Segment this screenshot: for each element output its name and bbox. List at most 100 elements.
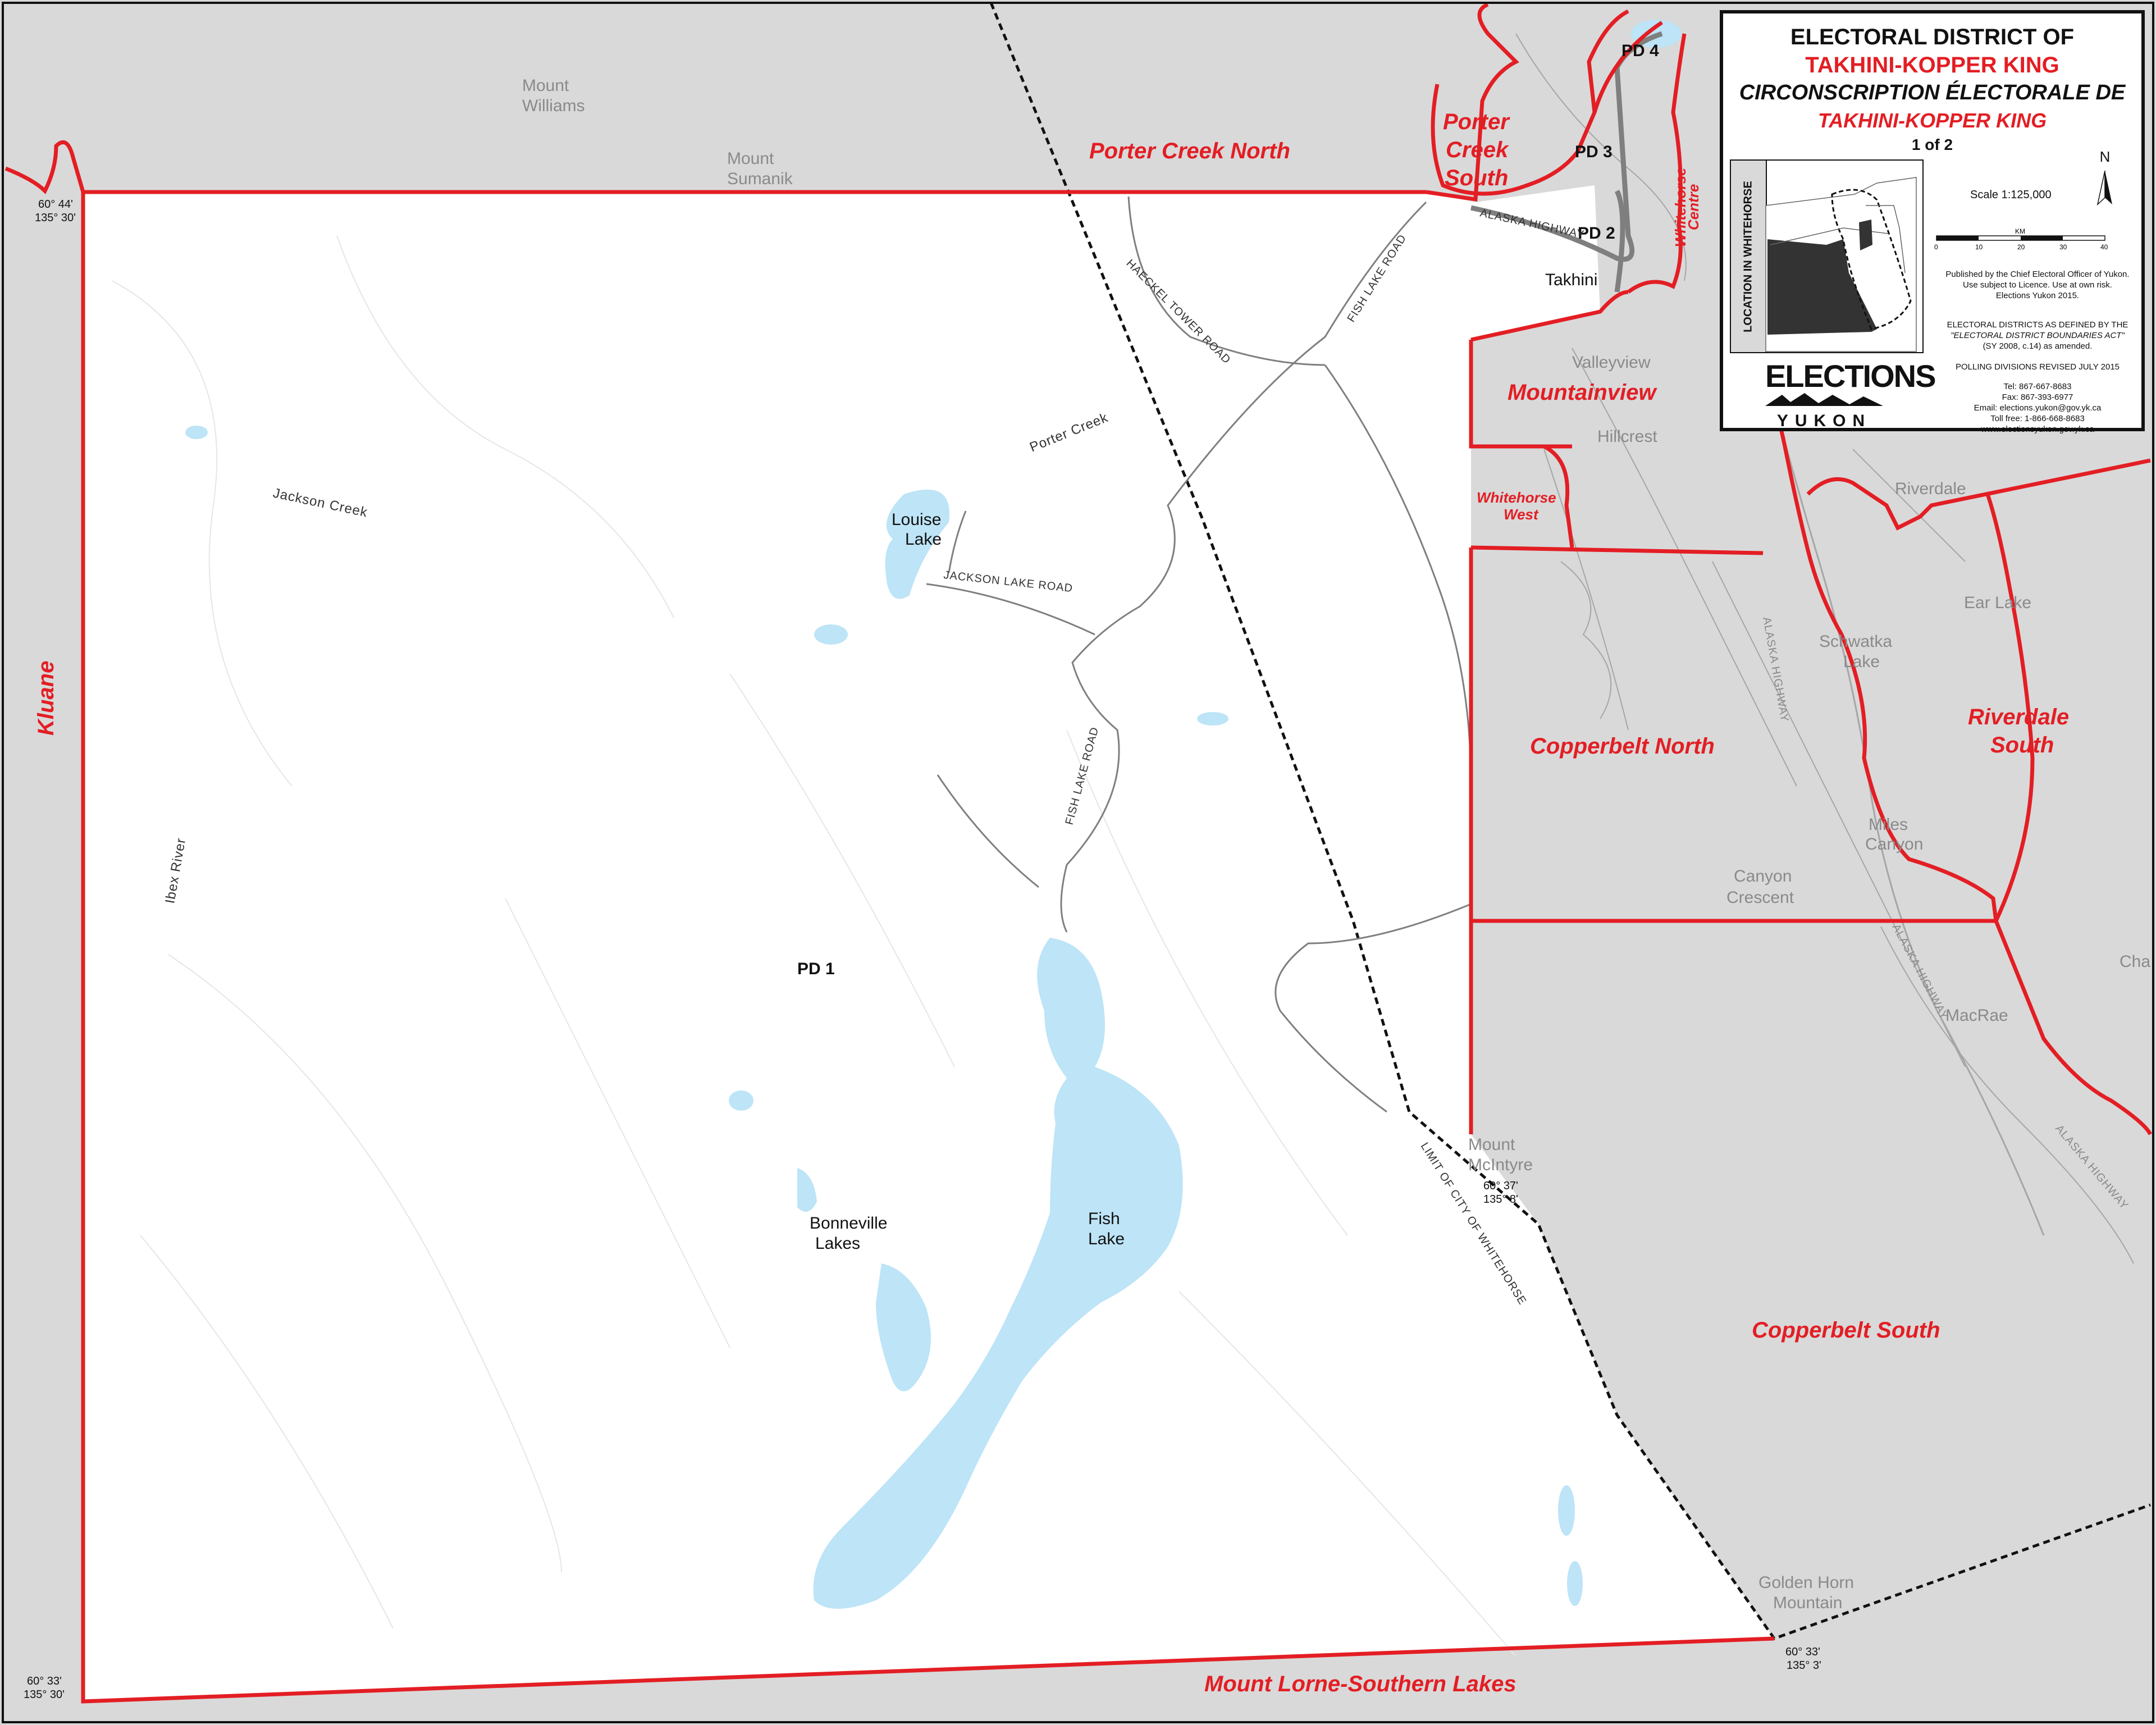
polling-revision: POLLING DIVISIONS REVISED JULY 2015: [1955, 362, 2120, 372]
logo-big-text: ELECTIONS: [1765, 358, 1936, 394]
riverdale-south-boundary: [1985, 493, 2035, 922]
coord-sw-lat: 60° 33': [27, 1675, 62, 1687]
label-valleyview: Valleyview: [1572, 353, 1651, 372]
scale-unit: KM: [2015, 227, 2025, 235]
label-miles-canyon-2: Canyon: [1865, 835, 1923, 854]
label-golden-horn-2: Mountain: [1773, 1594, 1842, 1612]
pond-4: [185, 426, 208, 439]
label-whitehorse-west-1: Whitehorse: [1477, 489, 1556, 506]
louise-lake: [885, 489, 949, 599]
title-line3: CIRCONSCRIPTION ÉLECTORALE DE: [1739, 81, 2126, 104]
label-schwatka-lake-1: Schwatka: [1819, 632, 1892, 651]
publisher-line: Published by the Chief Electoral Officer…: [1945, 270, 2130, 279]
porter-creek-south-boundary: [1431, 9, 1629, 196]
label-whitehorse-centre-2: Centre: [1685, 184, 1702, 230]
label-porter-creek-south-3: South: [1445, 166, 1508, 190]
publisher-info: Published by the Chief Electoral Officer…: [1931, 269, 2144, 301]
coord-sw-lon: 135° 30': [24, 1689, 65, 1701]
bonneville-lake-main: [876, 1263, 931, 1391]
contact-website: www.electionsyukon.gov.yk.ca: [1981, 425, 2094, 434]
label-mount-lorne: Mount Lorne-Southern Lakes: [1204, 1672, 1516, 1696]
label-porter-creek-south-2: Creek: [1446, 138, 1509, 162]
label-pd2: PD 2: [1578, 224, 1615, 243]
label-copperbelt-south: Copperbelt South: [1752, 1318, 1940, 1343]
lakes: [185, 20, 1682, 1609]
label-porter-creek-south-1: Porter: [1443, 109, 1510, 134]
label-mount-sumanik-2: Sumanik: [727, 170, 793, 188]
label-louise-lake-2: Lake: [905, 530, 942, 549]
terrain-streams: [112, 235, 1516, 1657]
kluane-boundary-top: [4, 140, 85, 194]
act-line: (SY 2008, c.14) as amended.: [1983, 341, 2093, 351]
bonneville-lake-small: [797, 1168, 817, 1212]
fish-lake-road-north: [1060, 201, 1427, 933]
title-line2: TAKHINI-KOPPER KING: [1805, 53, 2059, 77]
title-line4: TAKHINI-KOPPER KING: [1817, 109, 2047, 132]
label-ear-lake: Ear Lake: [1964, 594, 2031, 612]
district-boundaries: [4, 2, 2153, 1704]
label-mount-williams-1: Mount: [522, 76, 569, 95]
porter-creek-north-boundary: [1426, 2, 1519, 202]
city-limit-line: [989, 2, 2151, 1640]
coord-nw-lon: 135° 30': [35, 212, 76, 224]
logo-mountains-icon: [1765, 393, 1883, 406]
label-pd1: PD 1: [797, 960, 835, 978]
whitehorse-west-boundary: [1471, 444, 1574, 548]
label-fish-lake-2: Lake: [1088, 1230, 1125, 1248]
location-inset: LOCATION IN WHITEHORSE: [1730, 159, 1924, 353]
whitehorse-centre-boundary: [1592, 21, 1687, 294]
rural-roads: [926, 196, 1472, 1113]
elections-yukon-logo: ELECTIONS YUKON: [1765, 358, 1936, 431]
act-line: ELECTORAL DISTRICTS AS DEFINED BY THE: [1947, 320, 2128, 330]
label-copperbelt-north: Copperbelt North: [1530, 734, 1715, 759]
coord-mcintyre-lon: 135° 8': [1483, 1193, 1518, 1206]
label-pd3: PD 3: [1575, 143, 1613, 161]
scale-label: Scale 1:125,000: [1970, 189, 2052, 201]
contact-email: Email: elections.yukon@gov.yk.ca: [1974, 403, 2102, 413]
scale-tick-1: 10: [1975, 243, 1983, 251]
publisher-line: Use subject to Licence. Use at own risk.: [1963, 280, 2112, 290]
label-schwatka-lake-2: Lake: [1843, 652, 1880, 671]
haeckel-tower-road: [1127, 196, 1326, 366]
scale-tick-0: 0: [1934, 243, 1938, 251]
north-label: N: [2099, 148, 2111, 165]
label-golden-horn-1: Golden Horn: [1758, 1573, 1854, 1592]
label-kluane: Kluane: [34, 661, 58, 736]
label-mount-mcintyre-2: McIntyre: [1468, 1156, 1533, 1174]
label-fish-lake-1: Fish: [1088, 1210, 1120, 1228]
porter-creek-road: [948, 510, 967, 573]
label-takhini: Takhini: [1545, 271, 1597, 289]
title-line1: ELECTORAL DISTRICT OF: [1790, 25, 2075, 49]
jackson-lake-road: [926, 583, 1095, 636]
main-district-outline: [81, 190, 1775, 1704]
north-arrow-icon: [2096, 171, 2112, 206]
contact-tel: Tel: 867-667-8683: [2003, 382, 2072, 391]
pond-6: [1558, 1485, 1575, 1536]
label-mount-williams-2: Williams: [522, 97, 585, 115]
pond-7: [1567, 1561, 1583, 1606]
coord-se-lon: 135° 3': [1787, 1659, 1821, 1672]
label-mountainview: Mountainview: [1508, 380, 1657, 405]
label-whitehorse-west-2: West: [1504, 506, 1539, 523]
inset-map: [1765, 177, 1917, 352]
coord-mcintyre-lat: 60° 37': [1483, 1180, 1518, 1192]
label-louise-lake-1: Louise: [892, 510, 941, 529]
sheet-number: 1 of 2: [1911, 136, 1953, 153]
scale-tick-3: 30: [2059, 243, 2067, 251]
logo-small-text: YUKON: [1776, 412, 1872, 430]
label-canyon-crescent-1: Canyon: [1734, 867, 1792, 886]
fish-lake-road-south: [937, 774, 1039, 888]
fish-lake: [813, 938, 1183, 1609]
label-bonneville-lakes-1: Bonneville: [810, 1214, 887, 1233]
label-porter-creek-north: Porter Creek North: [1089, 139, 1290, 163]
riverdale-north-boundary: [1806, 458, 2151, 531]
coord-se-lat: 60° 33': [1785, 1646, 1820, 1658]
contact-info: Tel: 867-667-8683 Fax: 867-393-6977 Emai…: [1931, 381, 2144, 435]
label-riverdale-south-1: Riverdale: [1968, 705, 2069, 729]
label-pd4: PD 4: [1621, 42, 1659, 60]
act-line: "ELECTORAL DISTRICT BOUNDARIES ACT": [1951, 331, 2125, 340]
act-info: ELECTORAL DISTRICTS AS DEFINED BY THE "E…: [1931, 320, 2144, 352]
title-block: ELECTORAL DISTRICT OF TAKHINI-KOPPER KIN…: [1720, 10, 2145, 434]
inset-side-label: LOCATION IN WHITEHORSE: [1731, 161, 1767, 352]
label-canyon-crescent-2: Crescent: [1726, 888, 1794, 907]
